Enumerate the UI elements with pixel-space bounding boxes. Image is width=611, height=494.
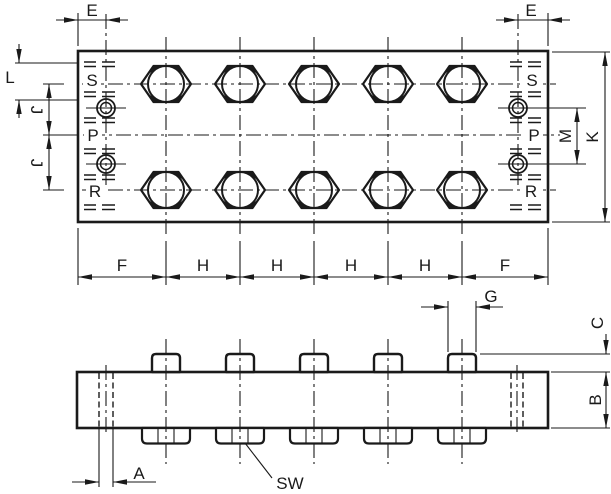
dim-label-a: A bbox=[133, 464, 145, 483]
port-label-r-left: R bbox=[89, 182, 101, 201]
centerlines-front-view bbox=[165, 339, 463, 464]
dim-g: G bbox=[421, 287, 503, 352]
port-label-s-right: S bbox=[526, 71, 537, 90]
dim-label-f-right: F bbox=[500, 256, 510, 275]
dim-a: A bbox=[72, 464, 156, 485]
port-label-p-left: P bbox=[87, 126, 98, 145]
port-label-r-right: R bbox=[525, 182, 537, 201]
dim-f-h-chain: F H H H H F bbox=[77, 228, 549, 285]
dim-label-e-right: E bbox=[525, 1, 536, 20]
hidden-hole-right bbox=[510, 365, 524, 435]
dim-label-l: L bbox=[5, 68, 14, 87]
port-label-p-right: P bbox=[528, 126, 539, 145]
dim-label-g: G bbox=[484, 287, 497, 306]
dim-label-h-3: H bbox=[345, 256, 357, 275]
port-label-s-left: S bbox=[86, 71, 97, 90]
dim-e-left: E bbox=[56, 1, 128, 46]
dim-label-k: K bbox=[583, 131, 602, 143]
dim-m: M bbox=[532, 107, 586, 165]
dim-j-upper: J J bbox=[27, 83, 64, 191]
wrench-size-label: SW bbox=[276, 474, 303, 493]
dim-k: K bbox=[552, 51, 610, 223]
port-labels: S P R S P R bbox=[83, 71, 543, 201]
front-view: G C B A SW bbox=[72, 287, 610, 493]
dim-label-m: M bbox=[556, 129, 575, 143]
dim-label-h-1: H bbox=[197, 256, 209, 275]
front-block-outline bbox=[75, 370, 550, 430]
dim-label-h-2: H bbox=[271, 256, 283, 275]
dim-label-e-left: E bbox=[86, 1, 97, 20]
dim-l: L bbox=[5, 44, 77, 118]
dim-label-b: B bbox=[586, 394, 605, 405]
dim-label-h-4: H bbox=[419, 256, 431, 275]
dim-label-j-upper: J bbox=[27, 106, 46, 115]
label-sw: SW bbox=[244, 442, 304, 493]
dim-c-b: C B bbox=[480, 317, 610, 429]
top-view: S P R S P R E E bbox=[5, 1, 610, 285]
dim-label-c: C bbox=[588, 317, 607, 329]
dim-e-right: E bbox=[496, 1, 570, 46]
hidden-hole-left bbox=[98, 365, 114, 487]
dim-label-j-lower: J bbox=[27, 159, 46, 168]
centerlines-top-view bbox=[64, 14, 560, 236]
dim-label-f-left: F bbox=[117, 256, 127, 275]
